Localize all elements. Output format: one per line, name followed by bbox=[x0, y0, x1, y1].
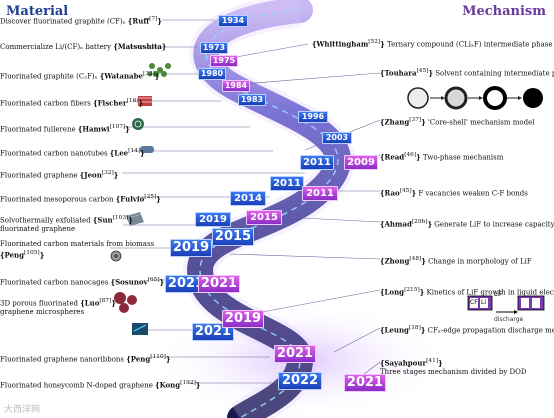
year-tag: 2003 bbox=[322, 132, 352, 144]
mechanism-entry: {Whittingham[52]} Ternary compound (CLiₓ… bbox=[312, 39, 554, 49]
watermark: 大西洋网 bbox=[4, 405, 41, 415]
year-tag: 2011 bbox=[270, 176, 304, 191]
leader-lines bbox=[110, 19, 381, 384]
year-tag: 2021 bbox=[274, 345, 316, 363]
year-tag: 1984 bbox=[222, 80, 250, 92]
molecule-icon-graphite bbox=[147, 63, 171, 77]
nanoribbon-icon bbox=[132, 323, 148, 335]
mechanism-entry: {Sayahpour[41]}Three stages mechanism di… bbox=[380, 358, 527, 377]
mechanism-entry: {Rao[45]} F vacancies weaken C-F bonds bbox=[380, 188, 528, 198]
fullerene-icon bbox=[132, 118, 144, 130]
material-entry: Fluorinated carbon fibers {Fischer[16]} bbox=[0, 98, 144, 108]
material-entry: Fluorinated graphite (C₂F)ₙ {Watanabe[33… bbox=[0, 71, 160, 81]
material-entry: Fluorinated graphene nanoribbons {Peng[1… bbox=[0, 354, 171, 364]
material-entry: 3D porous fluorinated {Luo[87]}graphene … bbox=[0, 298, 116, 317]
mechanism-title: Mechanism bbox=[462, 4, 546, 19]
nanotube-icon bbox=[140, 146, 154, 153]
material-entry: Fluorinated carbon nanocages {Sosunov[65… bbox=[0, 277, 165, 287]
mechanism-entry: {Long[215]} Kinetics of LiF growth in li… bbox=[380, 287, 554, 297]
year-tag: 2021 bbox=[198, 275, 240, 293]
material-title: Material bbox=[6, 4, 69, 19]
year-tag: 2021 bbox=[344, 374, 386, 392]
year-tag: 2019 bbox=[195, 212, 231, 227]
core-shell-circles bbox=[407, 86, 543, 110]
lif-label: LiF bbox=[494, 291, 503, 298]
material-entry: Fluorinated honeycomb N-doped graphene {… bbox=[0, 380, 201, 390]
mechanism-entry: {Touhara[45]} Solvent containing interme… bbox=[380, 68, 554, 78]
year-tag: 2011 bbox=[300, 155, 334, 170]
material-entry: Discover fluorinated graphite (CF)ₙ {Ruf… bbox=[0, 16, 162, 26]
microsphere-icon bbox=[114, 292, 137, 313]
year-tag: 2019 bbox=[170, 239, 212, 257]
year-tag: 2015 bbox=[246, 210, 282, 225]
material-entry: Fluorinated fullerene {Hamwi[107]} bbox=[0, 124, 130, 134]
mechanism-entry: {Zhong[48]} Change in morphology of LiF bbox=[380, 256, 532, 266]
fiber-icon bbox=[138, 96, 152, 106]
year-tag: 2021 bbox=[165, 275, 207, 293]
material-entry: Fluorinated graphene {Jeon[32]} bbox=[0, 170, 119, 180]
material-entry: Commercialize Li/(CF)ₙ battery {Matsushi… bbox=[0, 42, 167, 51]
discharge-diagram bbox=[467, 295, 545, 314]
mechanism-entry: {Leung[18]} CFₓ-edge propagation dischar… bbox=[380, 325, 554, 335]
year-tag: 2014 bbox=[230, 191, 266, 206]
year-tag: 1996 bbox=[298, 111, 328, 123]
year-tag: 2022 bbox=[278, 372, 322, 390]
li-label: Li bbox=[481, 299, 487, 306]
year-tag: 2019 bbox=[222, 310, 264, 328]
mechanism-entry: {Read[46]} Two-phase mechanism bbox=[380, 152, 504, 162]
nanocage-icon bbox=[110, 250, 122, 262]
mechanism-entry: {Zhang[37]} 'Core-shell' mechanism model bbox=[380, 117, 535, 127]
year-tag: 2011 bbox=[302, 186, 338, 201]
year-tag: 1975 bbox=[210, 55, 238, 67]
graphene-sheet-icon bbox=[126, 212, 144, 226]
year-tag: 2009 bbox=[344, 155, 378, 170]
material-entry: Solvothermally exfoliated {Sun[103]}fluo… bbox=[0, 215, 133, 234]
year-tag: 1983 bbox=[238, 94, 266, 106]
material-entry: Fluorinated mesoporous carbon {Fulvio[25… bbox=[0, 194, 161, 204]
year-tag: 1973 bbox=[200, 42, 228, 54]
year-tag: 2015 bbox=[212, 228, 254, 246]
year-tag: 1980 bbox=[198, 68, 226, 80]
mechanism-entry: {Ahmad[29b]} Generate LiF to increase ca… bbox=[380, 219, 554, 229]
material-entry: Fluorinated carbon materials from biomas… bbox=[0, 240, 155, 260]
material-entry: Fluorinated carbon nanotubes {Lee[14]} bbox=[0, 148, 145, 158]
cf-label: CF bbox=[470, 299, 478, 306]
year-tag: 1934 bbox=[218, 15, 248, 27]
discharge-label: discharge bbox=[494, 316, 524, 323]
